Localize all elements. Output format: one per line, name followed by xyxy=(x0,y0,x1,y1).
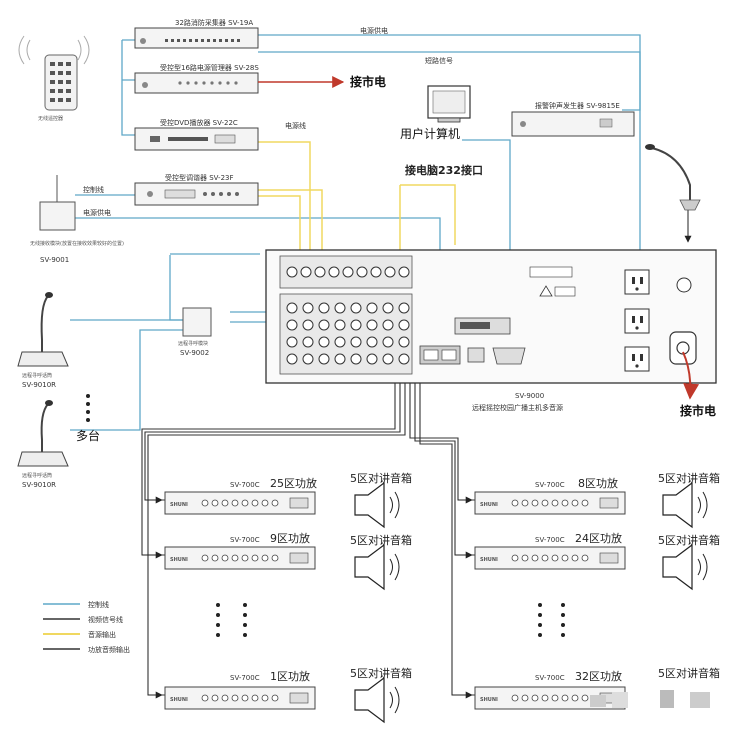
speaker-label: 5区对讲音箱 xyxy=(350,666,412,680)
mic-unit-label-1: 远程寻呼话筒 xyxy=(22,372,52,379)
alarm-bell-generator: 报警钟声发生器 SV-9815E xyxy=(511,101,635,137)
mains-label-right: 接市电 xyxy=(680,403,716,418)
legend-label-video: 视频信号线 xyxy=(88,615,123,624)
device-label-19a: 32路消防采集器 SV-19A xyxy=(175,18,253,27)
speaker-left-1: 5区对讲音箱 xyxy=(350,471,412,529)
power-supply-left-label: 电源供电 xyxy=(83,208,111,217)
device-label-23f: 受控型调谐器 SV-23F xyxy=(165,173,234,182)
rack-device-28s: 受控型16路电源管理器 SV-28S xyxy=(134,63,259,94)
amp-model: SV-700C xyxy=(535,674,565,682)
amp-zone: 32区功放 xyxy=(575,669,622,683)
amp-brand: SHUNI xyxy=(170,557,188,563)
user-computer: 用户计算机 xyxy=(400,85,471,141)
wireless-receiver: 无线接收模块(放置在接收效果较好的位置) SV-9001 xyxy=(30,175,124,264)
alarm-bell-label: 报警钟声发生器 SV-9815E xyxy=(535,101,620,110)
audio-source-wires xyxy=(258,141,456,265)
power-cable-label: 电源线 xyxy=(285,121,306,130)
host-unit xyxy=(265,249,717,384)
legend-label-control: 控制线 xyxy=(88,600,109,609)
amp-zone: 9区功放 xyxy=(270,531,310,545)
speaker-label: 5区对讲音箱 xyxy=(658,533,720,547)
amp-model: SV-700C xyxy=(230,481,260,489)
mic-unit-label-2: 远程寻呼话筒 xyxy=(22,472,52,479)
amp-brand: SHUNI xyxy=(480,557,498,563)
amp-dots-right xyxy=(538,603,565,637)
gooseneck-mic-right xyxy=(645,144,701,211)
amp-24: SHUNI SV-700C 24区功放 xyxy=(474,531,626,570)
pc-rs232-label: 接电脑232接口 xyxy=(405,163,483,177)
paging-mic-1: 远程寻呼话筒 SV-9010R xyxy=(17,292,69,389)
amp-brand: SHUNI xyxy=(480,697,498,703)
short-signal-label: 短路信号 xyxy=(425,56,453,65)
amp-zone: 1区功放 xyxy=(270,669,310,683)
receiver-model: SV-9001 xyxy=(40,256,69,264)
power-supply-top-label: 电源供电 xyxy=(360,26,388,35)
mains-arrow-right xyxy=(682,351,700,400)
amp-1: SHUNI SV-700C 1区功放 xyxy=(164,669,316,710)
signal-arrows xyxy=(142,210,692,699)
speaker-label: 5区对讲音箱 xyxy=(658,471,720,485)
amp-dots-left xyxy=(216,603,247,637)
speaker-label: 5区对讲音箱 xyxy=(350,471,412,485)
wireless-remote: 无线遥控器 xyxy=(18,35,90,122)
host-desc: 远程摇控校园广播主机多音源 xyxy=(472,403,563,412)
mains-label-top: 接市电 xyxy=(350,74,386,89)
amp-brand: SHUNI xyxy=(170,502,188,508)
remote-paging-module: 远程寻呼模块 SV-9002 xyxy=(178,307,212,357)
mic-model-2: SV-9010R xyxy=(22,481,56,489)
device-label-28s: 受控型16路电源管理器 SV-28S xyxy=(160,63,259,72)
amp-8: SHUNI SV-700C 8区功放 xyxy=(474,476,626,515)
speaker-label: 5区对讲音箱 xyxy=(658,666,720,680)
receiver-desc: 无线接收模块(放置在接收效果较好的位置) xyxy=(30,240,124,247)
amp-25: SHUNI SV-700C 25区功放 xyxy=(164,476,317,515)
amp-model: SV-700C xyxy=(535,536,565,544)
relay-model: SV-9002 xyxy=(180,349,209,357)
amp-brand: SHUNI xyxy=(480,502,498,508)
legend-label-audio: 音源输出 xyxy=(88,630,116,639)
amp-zone: 24区功放 xyxy=(575,531,622,545)
mic-model-1: SV-9010R xyxy=(22,381,56,389)
relay-name: 远程寻呼模块 xyxy=(178,340,208,347)
amp-32: SHUNI SV-700C 32区功放 xyxy=(474,669,626,710)
amp-model: SV-700C xyxy=(230,674,260,682)
amp-9: SHUNI SV-700C 9区功放 xyxy=(164,531,316,570)
speaker-right-2: 5区对讲音箱 xyxy=(658,533,720,591)
legend-label-amp: 功放音频输出 xyxy=(88,645,130,654)
speaker-left-2: 5区对讲音箱 xyxy=(350,533,412,591)
amp-model: SV-700C xyxy=(230,536,260,544)
speaker-left-3: 5区对讲音箱 xyxy=(350,666,412,724)
host-model: SV-9000 xyxy=(515,392,544,400)
remote-label: 无线遥控器 xyxy=(38,115,63,122)
amp-brand: SHUNI xyxy=(170,697,188,703)
device-label-22c: 受控DVD播放器 SV-22C xyxy=(160,118,238,127)
more-mic-dots xyxy=(86,394,90,422)
speaker-right-1: 5区对讲音箱 xyxy=(658,471,720,529)
speaker-label: 5区对讲音箱 xyxy=(350,533,412,547)
amp-zone: 25区功放 xyxy=(270,476,317,490)
user-pc-label: 用户计算机 xyxy=(400,126,460,141)
multi-label: 多台 xyxy=(76,428,100,443)
speaker-right-3: 5区对讲音箱 xyxy=(590,666,720,708)
rack-device-23f: 受控型调谐器 SV-23F xyxy=(134,173,259,206)
amp-zone: 8区功放 xyxy=(578,476,618,490)
legend: 控制线 视频信号线 音源输出 功放音频输出 xyxy=(43,600,130,654)
amp-model: SV-700C xyxy=(535,481,565,489)
blurred-watermark xyxy=(590,690,710,708)
control-line-label: 控制线 xyxy=(83,185,104,194)
rack-device-19a: 32路消防采集器 SV-19A xyxy=(134,18,259,49)
paging-mic-2: 远程寻呼话筒 SV-9010R xyxy=(17,400,69,489)
rack-device-22c: 受控DVD播放器 SV-22C xyxy=(134,118,259,151)
